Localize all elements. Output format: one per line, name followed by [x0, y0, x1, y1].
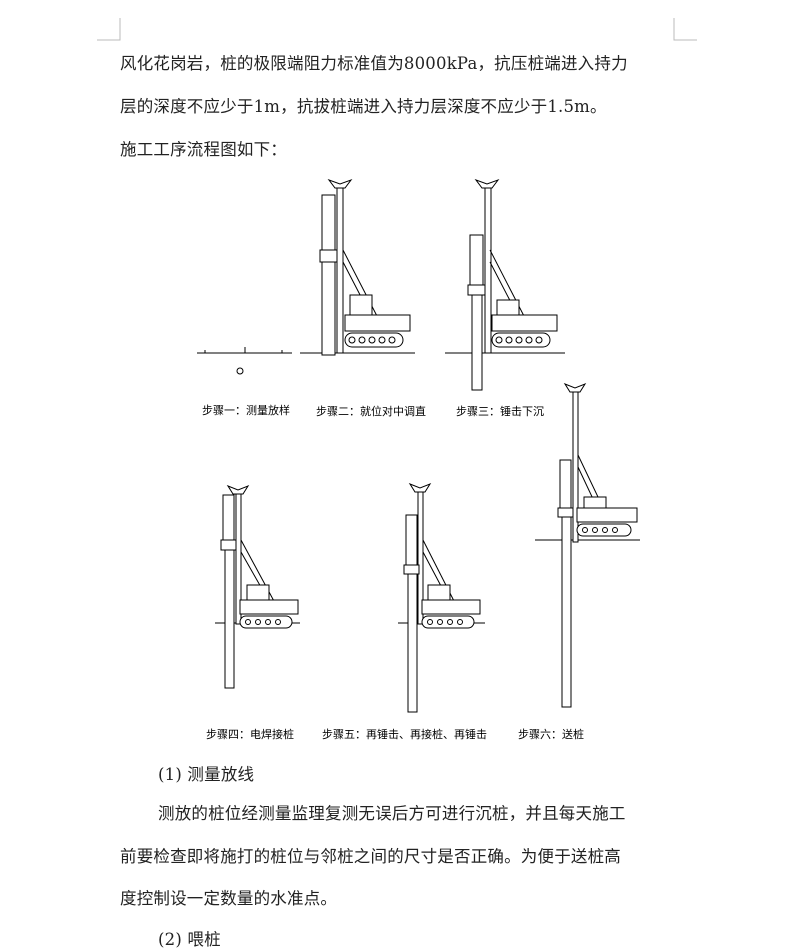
step6-illustration	[535, 382, 640, 708]
step4-illustration	[215, 484, 300, 689]
step-caption: 步骤一：测量放样	[202, 404, 290, 417]
paragraph-line: 层的深度不应少于1m，抗拔桩端进入持力层深度不应少于1.5m。	[120, 97, 607, 116]
step-caption: 步骤五：再锤击、再接桩、再锤击	[322, 728, 487, 741]
section-heading: (2) 喂桩	[158, 930, 221, 949]
paragraph-line: 度控制设一定数量的水准点。	[120, 889, 338, 908]
step3-illustration	[445, 178, 565, 391]
paragraph-line: 前要检查即将施打的桩位与邻桩之间的尺寸是否正确。为便于送桩高	[120, 847, 621, 866]
step1-illustration	[197, 347, 292, 375]
step5-illustration	[398, 482, 485, 713]
paragraph-line: 测放的桩位经测量监理复测无误后方可进行沉桩，并且每天施工	[158, 804, 626, 823]
section-heading: (1) 测量放线	[158, 765, 255, 784]
step-caption: 步骤六：送桩	[518, 728, 584, 741]
paragraph-line: 施工工序流程图如下：	[120, 140, 287, 159]
paragraph-line: 风化花岗岩，桩的极限端阻力标准值为8000kPa，抗压桩端进入持力	[120, 54, 628, 73]
step-caption: 步骤四：电焊接桩	[206, 728, 294, 741]
step2-illustration	[300, 178, 415, 356]
step-caption: 步骤二：就位对中调直	[316, 405, 426, 418]
step-caption: 步骤三：锤击下沉	[456, 405, 544, 418]
